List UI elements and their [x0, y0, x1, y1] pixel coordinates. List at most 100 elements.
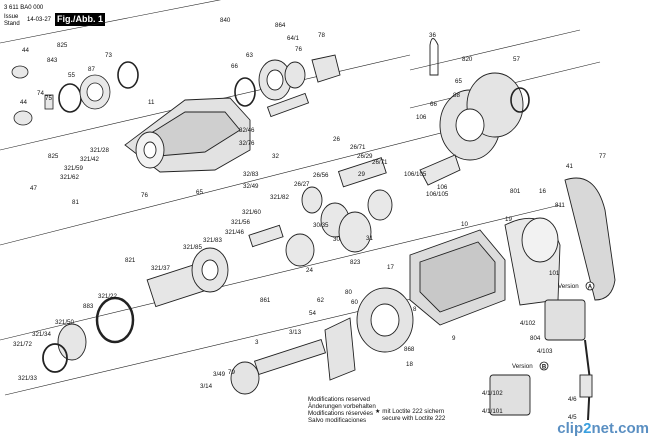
- callout-321-50: 321/50: [55, 319, 74, 326]
- callout-88: 88: [453, 92, 460, 99]
- callout-321-59: 321/59: [64, 165, 83, 172]
- callout-79: 79: [228, 369, 235, 376]
- callout-29: 29: [358, 171, 365, 178]
- callout-24: 24: [306, 267, 313, 274]
- callout-57: 57: [513, 56, 520, 63]
- callout-840: 840: [220, 17, 231, 24]
- fan-housing: [429, 38, 530, 161]
- switch-modules: [489, 299, 586, 416]
- callout-3-13: 3/13: [289, 329, 302, 336]
- version-a-badge: A: [588, 284, 593, 290]
- callout-321-56: 321/56: [231, 219, 250, 226]
- callout-321-85: 321/85: [183, 244, 202, 251]
- callout-321-28: 321/28: [90, 147, 109, 154]
- callout-26-29: 26/29: [357, 153, 373, 160]
- callout-74: 74: [37, 90, 44, 97]
- watermark: clip2net.com: [557, 420, 649, 437]
- chuck-parts: [11, 61, 139, 126]
- callout-4-103: 4/103: [537, 348, 553, 355]
- issue-label: Issue: [4, 14, 19, 20]
- callout-9: 9: [452, 335, 456, 342]
- callout-80: 80: [345, 289, 352, 296]
- callout-26-71b: 26/71: [372, 159, 388, 166]
- callout-17: 17: [387, 264, 394, 271]
- callout-4-5: 4/5: [568, 414, 577, 421]
- callout-321-37: 321/37: [151, 265, 170, 272]
- callout-843: 843: [47, 57, 58, 64]
- callout-321-33: 321/33: [18, 375, 37, 382]
- callout-75: 75: [45, 95, 52, 102]
- callout-26-27: 26/27: [294, 181, 310, 188]
- watermark-part1: clip: [557, 420, 584, 437]
- callout-31: 31: [366, 235, 373, 242]
- callout-32-46: 32/46: [239, 127, 255, 134]
- callout-63: 63: [246, 52, 253, 59]
- callout-106-105a: 106/105: [404, 171, 427, 178]
- callout-820: 820: [462, 56, 473, 63]
- callout-801: 801: [510, 188, 521, 195]
- callout-4-102: 4/102: [520, 320, 536, 327]
- callout-16: 16: [539, 188, 546, 195]
- callout-864: 864: [275, 22, 286, 29]
- callout-60: 60: [351, 299, 358, 306]
- modifications-line: Modifications réservées: [308, 409, 373, 417]
- callout-321-83: 321/83: [203, 237, 222, 244]
- callout-3-14: 3/14: [200, 383, 213, 390]
- version-b-badge: B: [542, 364, 547, 370]
- callout-65: 65: [455, 78, 462, 85]
- watermark-part3: net.com: [591, 420, 649, 437]
- callout-861: 861: [260, 297, 271, 304]
- version-a-label: Version: [558, 283, 579, 290]
- callout-77: 77: [599, 153, 606, 160]
- callout-10: 10: [461, 221, 468, 228]
- callout-321-82: 321/82: [270, 194, 289, 201]
- callout-321-22: 321/22: [98, 293, 117, 300]
- callout-32-76: 32/76: [239, 140, 255, 147]
- callout-62: 62: [317, 297, 324, 304]
- callout-30: 30: [333, 236, 340, 243]
- part-number: 3 611 BA0 000: [4, 5, 44, 11]
- callout-66: 66: [231, 63, 238, 70]
- stand-label: Stand: [4, 21, 20, 27]
- callout-32-83: 32/83: [243, 171, 259, 178]
- callout-73: 73: [105, 52, 112, 59]
- spindle-assembly: [248, 154, 461, 267]
- callout-4-1-102: 4/1/102: [482, 390, 503, 397]
- callout-321-72: 321/72: [13, 341, 32, 348]
- callout-825b: 825: [48, 153, 59, 160]
- callout-30-35: 30/35: [313, 222, 329, 229]
- callout-55: 55: [68, 72, 75, 79]
- loctite-notice: ★ mit Loctite 222 sichern secure with Lo…: [375, 408, 445, 423]
- motor-housing: [409, 229, 506, 326]
- cable: [579, 339, 593, 421]
- callout-321-46: 321/46: [225, 229, 244, 236]
- callout-106: 106: [416, 114, 427, 121]
- stator-armature: [230, 287, 414, 395]
- callout-44: 44: [22, 47, 29, 54]
- callout-76: 76: [295, 46, 302, 53]
- callout-36: 36: [429, 32, 436, 39]
- callout-26-71a: 26/71: [350, 144, 366, 151]
- callout-3-49: 3/49: [213, 371, 226, 378]
- callout-78: 78: [318, 32, 325, 39]
- modifications-line: Modifications reserved: [308, 396, 370, 403]
- barrel-tube: [42, 247, 229, 373]
- issue-date: 14-03-27: [27, 17, 52, 23]
- callout-41: 41: [566, 163, 573, 170]
- callout-18: 18: [406, 361, 413, 368]
- callout-4-1-101: 4/1/101: [482, 408, 503, 415]
- bearing-group: [234, 54, 341, 118]
- callouts: 44 825 843 73 55 87 44 74 75 11 840 864 …: [13, 17, 606, 421]
- callout-321-62: 321/62: [60, 174, 79, 181]
- callout-81: 81: [72, 199, 79, 206]
- loctite-star-icon: ★: [375, 408, 381, 415]
- callout-106-105b: 106/105: [426, 191, 449, 198]
- callout-54: 54: [309, 310, 316, 317]
- callout-883: 883: [83, 303, 94, 310]
- callout-823: 823: [350, 259, 361, 266]
- modifications-line: Änderungen vorbehalten: [308, 402, 376, 410]
- callout-4-6: 4/6: [568, 396, 577, 403]
- callout-65b: 65: [196, 189, 203, 196]
- handle: [504, 177, 616, 306]
